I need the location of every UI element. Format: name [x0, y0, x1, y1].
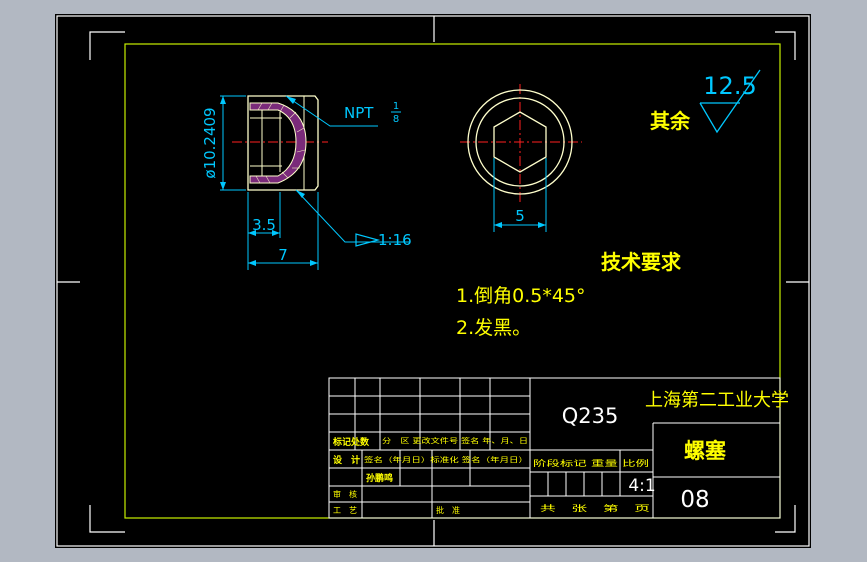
section-hatch	[249, 102, 307, 184]
taper-label: 1:16	[378, 231, 412, 249]
row-process-label: 工 艺	[333, 506, 357, 515]
row-design-rest: 签名（年月日）标准化 签名（年月日）	[364, 455, 528, 464]
note-item-2: 2.发黑。	[456, 317, 531, 339]
thread-fraction-numerator: 1	[393, 101, 399, 112]
scale: 4:1	[628, 476, 655, 496]
diameter-dimension: ø10.2409	[201, 107, 219, 178]
thread-fraction-denominator: 8	[393, 114, 399, 125]
note-item-1: 1.倒角0.5*45°	[456, 285, 586, 307]
title-block-grid	[328, 377, 781, 519]
roughness-note: 其余	[650, 109, 691, 133]
notes-title: 技术要求	[601, 250, 682, 274]
row-marks-rest: 分 区 更改文件号 签名 年、月、日	[382, 436, 528, 445]
outer-frame	[56, 15, 810, 547]
roughness-symbol	[699, 69, 761, 134]
hex-arrow-left	[494, 222, 502, 228]
length-dimension-total: 7	[278, 246, 288, 264]
hex-arrow-right	[538, 222, 546, 228]
end-outer-circle	[467, 89, 573, 195]
section-view	[232, 95, 328, 191]
school-name: 上海第二工业大学	[645, 390, 789, 411]
hex-socket	[493, 111, 547, 173]
dimension-arrows	[220, 96, 318, 266]
part-name: 螺塞	[684, 439, 727, 463]
drawing-sheet	[55, 14, 811, 548]
row-marks-label: 标记处数	[332, 436, 370, 448]
length-dimension-small: 3.5	[252, 216, 276, 234]
row-review-label: 审 核	[333, 489, 357, 499]
hex-dimension	[493, 158, 547, 232]
row-design-label: 设 计	[333, 454, 360, 466]
end-view	[460, 84, 582, 202]
material: Q235	[562, 404, 619, 428]
section-dimensions	[220, 95, 410, 270]
row-sheets-label: 共 张 第 页	[540, 503, 650, 513]
roughness-value: 12.5	[703, 72, 756, 100]
drawing-number: 08	[680, 487, 709, 513]
row-stage-labels: 阶段标记 重量 比例	[533, 458, 649, 468]
end-inner-circle	[475, 97, 565, 187]
thread-label: NPT	[344, 104, 374, 122]
hex-dimension-value: 5	[515, 207, 525, 225]
row-approve-label: 批 准	[436, 505, 460, 515]
section-body	[247, 95, 319, 191]
designer-name: 孙鹏鸣	[366, 472, 393, 484]
taper-symbol	[355, 233, 381, 247]
